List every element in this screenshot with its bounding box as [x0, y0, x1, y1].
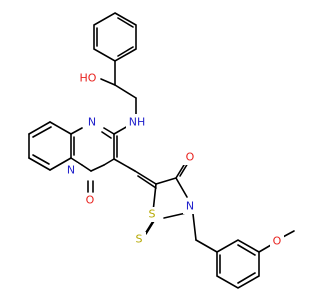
carbonyl-o-left-text: O	[86, 194, 95, 207]
carbonyl-o-right-text: O	[186, 151, 195, 164]
ring-n-top-label: N	[85, 115, 99, 130]
ring-n-bridge-label: N	[64, 163, 78, 178]
hydroxyl-text: HO	[80, 72, 97, 85]
amine-text: NH	[129, 116, 146, 129]
thiazolidine-s-label: S	[145, 207, 159, 222]
amine-label: NH	[126, 114, 148, 129]
thiazolidine-s-text: S	[149, 208, 156, 221]
thiazolidine-n-label: N	[183, 199, 197, 214]
methoxy-o-text: O	[273, 235, 282, 248]
bond-lines	[28, 12, 295, 289]
thiazolidine-n-text: N	[186, 200, 194, 213]
carbonyl-o-right-label: O	[183, 150, 197, 165]
thione-s-label: S	[132, 232, 146, 247]
molecule-structure-diagram: HO NH N N O S O N	[28, 12, 295, 289]
hydroxyl-label: HO	[77, 70, 99, 85]
thione-s-text: S	[136, 233, 143, 246]
atom-labels: HO NH N N O S O N	[64, 70, 284, 249]
ring-n-top-text: N	[88, 116, 96, 129]
carbonyl-o-left-label: O	[83, 193, 97, 208]
ring-n-bridge-text: N	[67, 164, 75, 177]
methoxy-o-label: O	[270, 234, 284, 249]
